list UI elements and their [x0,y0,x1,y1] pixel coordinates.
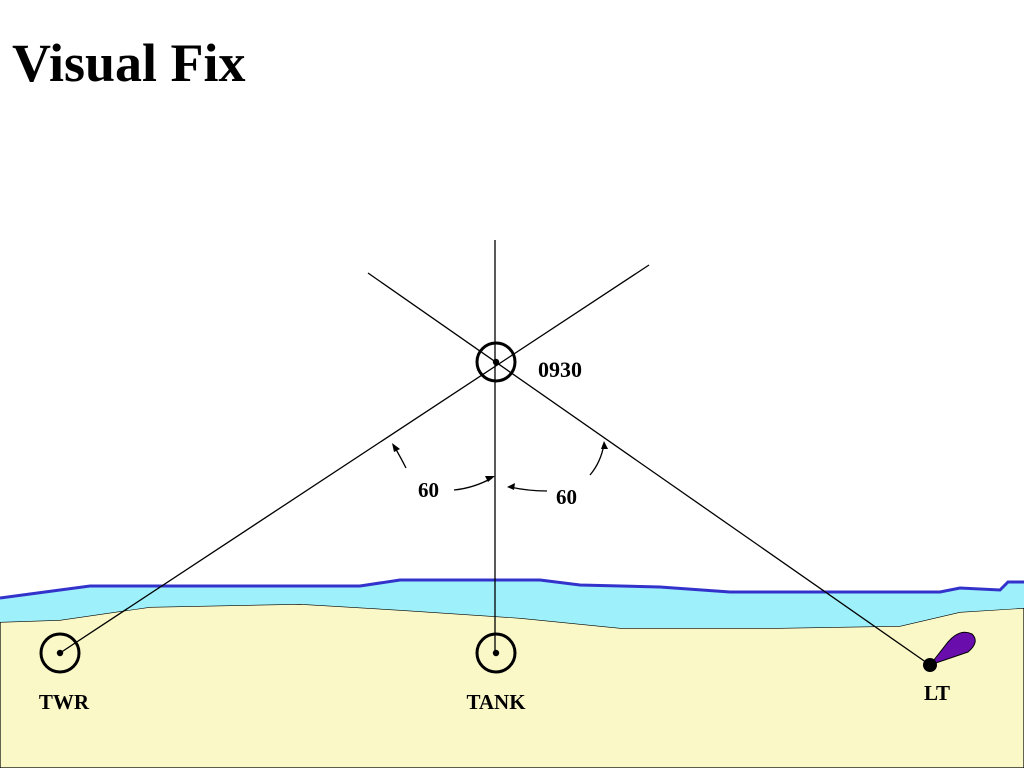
light-dot [923,658,937,672]
lines-of-position [59,240,931,666]
fixed-object-circle-icon [475,632,517,674]
angle-arc-left-lower [453,477,493,491]
arrow-head-icon [507,483,515,490]
angle-arc-right-lower [509,486,548,492]
arrow-head-icon [392,443,400,452]
tower-landmark [39,632,81,674]
land-area [0,603,1024,768]
angle-label-right: 60 [556,485,577,509]
arrow-head-icon [485,476,495,482]
fix-dot [492,358,500,366]
angle-label-left: 60 [418,478,439,502]
tank-dot [492,649,500,657]
fix-symbol [475,341,517,383]
lop-light [367,272,931,666]
tower-label: TWR [39,690,90,714]
tank-landmark [475,632,517,674]
arrow-head-icon [601,441,608,449]
tank-label: TANK [466,690,526,714]
tower-dot [56,649,64,657]
fixed-object-circle-icon [39,632,81,674]
lighthouse-light-icon [928,631,976,667]
slide-title: Visual Fix [12,33,246,93]
fix-time-label: 0930 [538,357,582,382]
lop-tower [59,264,650,654]
fix-circle-icon [475,341,517,383]
arrow-heads [392,441,608,490]
light-landmark [923,631,976,672]
light-label: LT [924,681,950,705]
shoreline [0,578,1024,600]
